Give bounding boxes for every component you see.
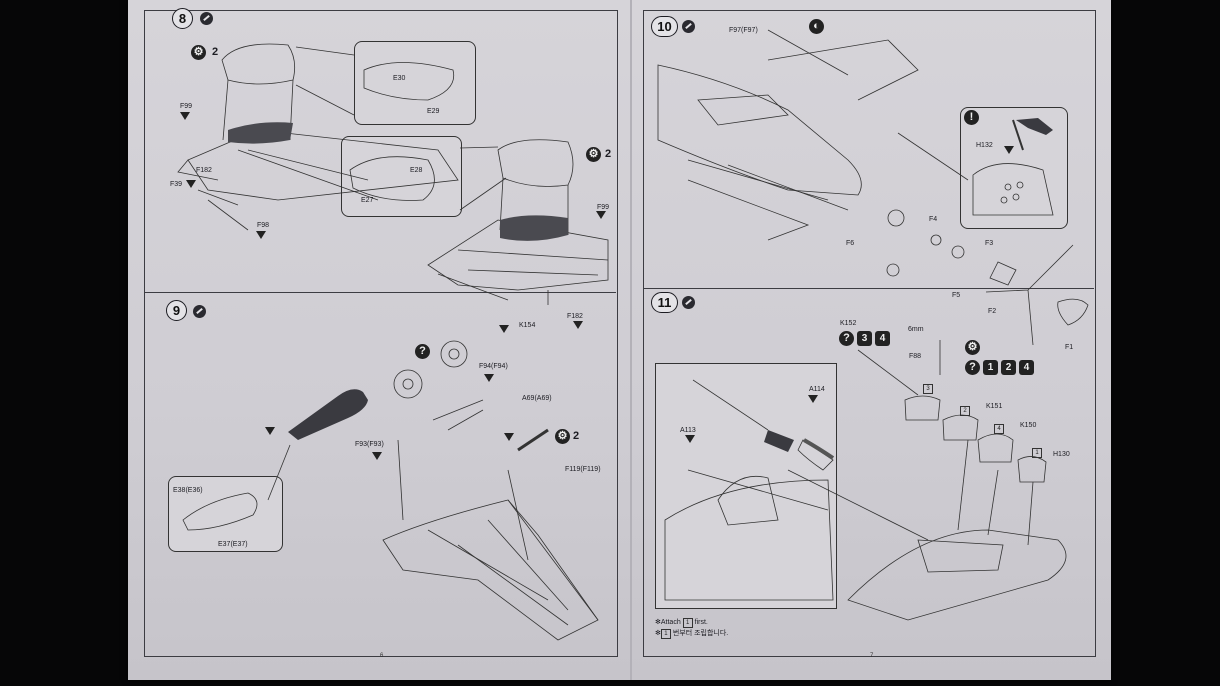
step-8-drawing <box>177 43 609 305</box>
part-tree-marker <box>265 427 275 435</box>
step-10-divider <box>643 288 1094 289</box>
part-label-F119: F119(F119) <box>565 466 601 473</box>
part-label-F2: F2 <box>988 308 997 315</box>
part-label-F98: F98 <box>257 222 270 229</box>
part-label-K154: K154 <box>519 322 536 329</box>
part-label-F6: F6 <box>846 240 855 247</box>
paint-icon <box>200 12 213 25</box>
part-label-E30: E30 <box>393 75 406 82</box>
qty-label: 2 <box>573 430 580 442</box>
right-page-frame <box>643 10 1096 657</box>
step-10-drawing <box>657 29 1089 346</box>
question-icon: ? <box>965 360 980 375</box>
part-label-K150: K150 <box>1020 422 1037 429</box>
part-label-E37: E37(E37) <box>218 541 248 548</box>
size-label-6mm: 6mm <box>908 326 924 333</box>
part-label-H132: H132 <box>976 142 993 149</box>
part-label-E29: E29 <box>427 108 440 115</box>
page-number-left: 6 <box>380 653 384 659</box>
part-tree-marker <box>596 211 606 219</box>
detail-inset-e28 <box>341 136 462 217</box>
assembly-note-kr: ✻1 번부터 조립합니다. <box>655 629 729 639</box>
order-box-4: 4 <box>994 424 1004 434</box>
part-label-K151: K151 <box>986 403 1003 410</box>
note-kr-text: 번부터 조립합니다. <box>672 630 729 637</box>
warning-icon: ! <box>964 110 979 125</box>
assembly-note-en: ✻Attach 1 first. <box>655 618 708 628</box>
qty-label: 2 <box>605 148 612 160</box>
paint-number-icon: 4 <box>875 331 890 346</box>
part-tree-marker <box>808 395 818 403</box>
part-label-K152: K152 <box>840 320 857 327</box>
order-box-3: 3 <box>923 384 933 394</box>
step-9-drawing <box>182 340 599 641</box>
glue-icon: ⚙ <box>586 147 601 162</box>
paint-number-icon: 4 <box>1019 360 1034 375</box>
part-label-F93: F93(F93) <box>355 441 384 448</box>
note-text: Attach <box>660 619 681 626</box>
part-tree-marker <box>1004 146 1014 154</box>
instruction-sheet: 8 ⚙ 2 ⚙ 2 <box>128 0 1111 680</box>
part-tree-marker <box>256 231 266 239</box>
part-label-F39: F39 <box>170 181 183 188</box>
part-label-F99: F99 <box>180 103 193 110</box>
detail-inset-e30 <box>354 41 476 125</box>
detail-inset-a114 <box>655 363 837 609</box>
part-tree-marker <box>186 180 196 188</box>
note-box: 1 <box>660 629 671 639</box>
part-tree-marker <box>685 435 695 443</box>
part-tree-marker <box>180 112 190 120</box>
part-tree-marker <box>484 374 494 382</box>
page-number-right: 7 <box>870 653 874 659</box>
part-label-F3: F3 <box>985 240 994 247</box>
step-10-number: 10 <box>651 16 678 37</box>
paint-icon <box>682 296 695 309</box>
part-label-F1: F1 <box>1065 344 1074 351</box>
part-label-F4: F4 <box>929 216 938 223</box>
part-label-E28: E28 <box>410 167 423 174</box>
step-8-divider <box>144 292 616 293</box>
paint-drop-icon: ◐ <box>809 19 824 34</box>
part-label-E27: E27 <box>361 197 374 204</box>
paint-number-icon: 3 <box>857 331 872 346</box>
note-box: 1 <box>682 618 693 628</box>
note-tail: first. <box>694 619 708 626</box>
order-box-1: 1 <box>1032 448 1042 458</box>
step-11-number: 11 <box>651 292 678 313</box>
part-label-E38: E38(E36) <box>173 487 203 494</box>
part-label-F99: F99 <box>597 204 610 211</box>
part-label-F94: F94(F94) <box>479 363 508 370</box>
part-tree-marker <box>372 452 382 460</box>
page-fold <box>630 0 632 680</box>
part-tree-marker <box>504 433 514 441</box>
paint-number-icon: 2 <box>1001 360 1016 375</box>
part-label-F182: F182 <box>567 313 583 320</box>
part-label-A113: A113 <box>680 427 696 434</box>
left-page-frame <box>144 10 618 657</box>
part-label-F5: F5 <box>952 292 961 299</box>
order-box-2: 2 <box>960 406 970 416</box>
part-label-F97: F97(F97) <box>729 27 758 34</box>
step-9-number: 9 <box>166 300 187 321</box>
part-tree-marker <box>499 325 509 333</box>
qty-label: 2 <box>212 46 219 58</box>
detail-inset-e38 <box>168 476 283 552</box>
question-icon: ? <box>415 344 430 359</box>
step-8-number: 8 <box>172 8 193 29</box>
part-label-A69: A69(A69) <box>522 395 552 402</box>
part-label-F88: F88 <box>909 353 922 360</box>
part-tree-marker <box>573 321 583 329</box>
paint-icon <box>193 305 206 318</box>
paint-number-icon: 1 <box>983 360 998 375</box>
paint-icon <box>682 20 695 33</box>
question-icon: ? <box>839 331 854 346</box>
glue-icon: ⚙ <box>965 340 980 355</box>
glue-icon: ⚙ <box>555 429 570 444</box>
detail-inset-h132 <box>960 107 1068 229</box>
part-label-H130: H130 <box>1053 451 1070 458</box>
part-label-F182: F182 <box>196 167 212 174</box>
part-label-A114: A114 <box>809 386 825 393</box>
glue-icon: ⚙ <box>191 45 206 60</box>
step-11-drawing <box>664 340 1067 621</box>
